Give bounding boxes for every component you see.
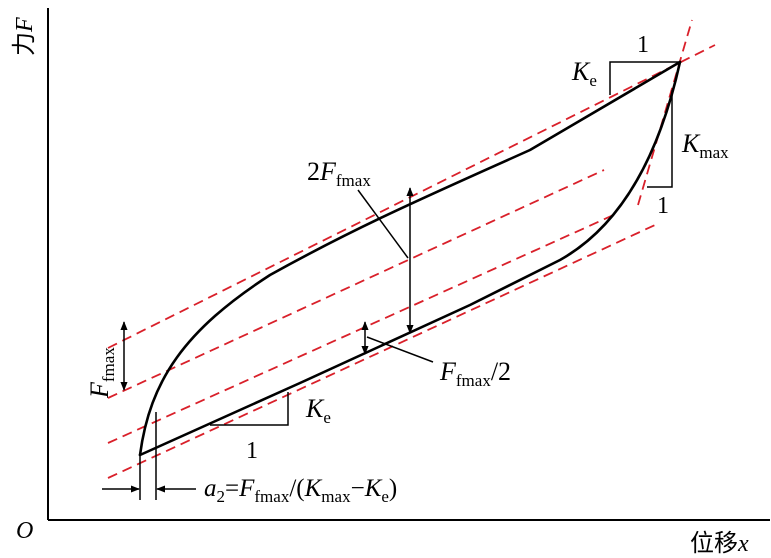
y-axis-label: 力F [10,17,38,56]
ke-label-top: Ke [571,57,597,90]
two-ffmax-label: 2Ffmax [307,157,371,190]
leader-2ffmax [357,189,409,259]
ke-slope-triangle-bottom [210,392,289,426]
upper-branch [138,60,682,457]
leader-ffmax-half [366,336,434,363]
one-label-right: 1 [657,193,669,219]
a2-formula: a2=Ffmax/(Kmax−Ke) [204,475,397,506]
ffmax-label-left: Ffmax [85,347,118,399]
kmax-slope-triangle [647,90,673,188]
dashed-guides [107,19,716,479]
kmax-label: Kmax [681,129,729,162]
ke-slope-triangle-top [609,61,680,95]
guide-mid-lower [107,212,619,444]
one-label-bottom: 1 [246,438,258,464]
ffmax-half-label: Ffmax/2 [439,357,511,390]
guide-lower [107,224,656,479]
lower-branch [138,60,682,457]
guide-upper [107,44,716,349]
ke-label-bottom: Ke [305,394,331,427]
origin-label: O [16,518,33,544]
guide-mid-upper [107,169,605,399]
one-label-top: 1 [637,32,649,58]
x-axis-label: 位移x [690,529,749,557]
